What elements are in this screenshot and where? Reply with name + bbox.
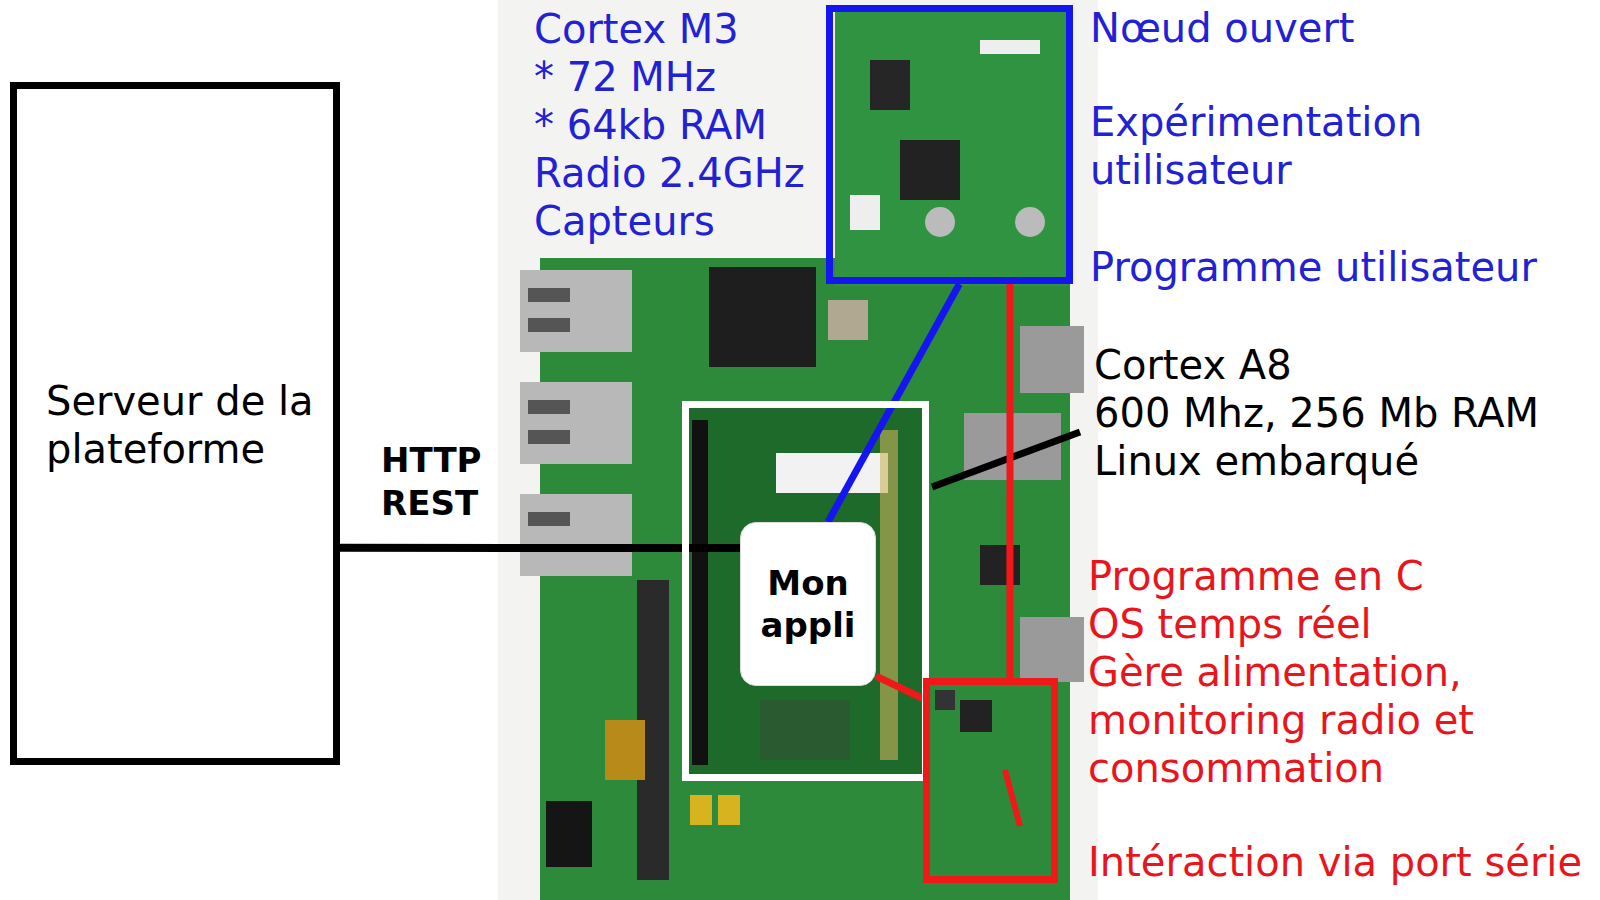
node-label: Expérimentation utilisateur (1090, 98, 1422, 194)
sodimm-slot (692, 420, 708, 765)
ethernet-port (520, 270, 632, 352)
open-node-frame: Nœud ouvertExpérimentation utilisateurPr… (826, 5, 1073, 284)
open-node-board (835, 8, 1067, 286)
node-label: Mon appli (761, 562, 856, 646)
serial-wire (1005, 770, 1020, 826)
board-part (1015, 207, 1045, 237)
control-mcu-frame: Programme en C OS temps réel Gère alimen… (923, 678, 1058, 883)
usb-port (1020, 617, 1084, 682)
board-connector (850, 195, 880, 230)
port-slot (528, 512, 570, 526)
mcu-chip (900, 140, 960, 200)
node-label: Programme utilisateur (1090, 243, 1537, 291)
board-part (605, 720, 645, 780)
node-label: Cortex A8 600 Mhz, 256 Mb RAM Linux emba… (1094, 341, 1539, 485)
node-label: Intéraction via port série (1088, 838, 1582, 886)
control-chip (960, 700, 992, 732)
connector-line (876, 676, 923, 698)
ethernet-port (520, 494, 632, 576)
power-jack (546, 801, 592, 867)
board-part (760, 700, 850, 760)
module-pins (880, 430, 898, 760)
cpu-module (686, 405, 926, 777)
photo-ground (498, 0, 1098, 900)
gateway-module-frame: Cortex A8 600 Mhz, 256 Mb RAM Linux emba… (682, 401, 929, 781)
node-label: Serveur de la plateforme (46, 377, 314, 473)
board-part (870, 60, 910, 110)
protocol-label: HTTP REST (381, 439, 482, 525)
capacitor (690, 795, 712, 825)
app-box: Mon appli (740, 522, 876, 686)
leader-line (932, 432, 1080, 487)
board-part (828, 300, 868, 340)
usb-port (1020, 326, 1084, 393)
ethernet-port (520, 382, 632, 464)
port-slot (528, 288, 570, 302)
node-label: Nœud ouvert (1090, 4, 1355, 52)
node-label: Programme en C OS temps réel Gère alimen… (1088, 552, 1474, 792)
board-part (980, 545, 1020, 585)
module-sticker (776, 453, 888, 493)
board-part (925, 207, 955, 237)
connector-line (340, 544, 740, 552)
board-part (980, 40, 1040, 54)
port-slot (528, 400, 570, 414)
spec-label: Cortex M3 * 72 MHz * 64kb RAM Radio 2.4G… (534, 5, 805, 245)
server-box: Serveur de la plateforme (10, 82, 340, 765)
switch-chip (709, 267, 816, 367)
port-slot (528, 430, 570, 444)
capacitor (718, 795, 740, 825)
gateway-board (540, 258, 1070, 900)
connector-line (1006, 284, 1013, 678)
port-slot (528, 318, 570, 332)
board-part (935, 690, 955, 710)
